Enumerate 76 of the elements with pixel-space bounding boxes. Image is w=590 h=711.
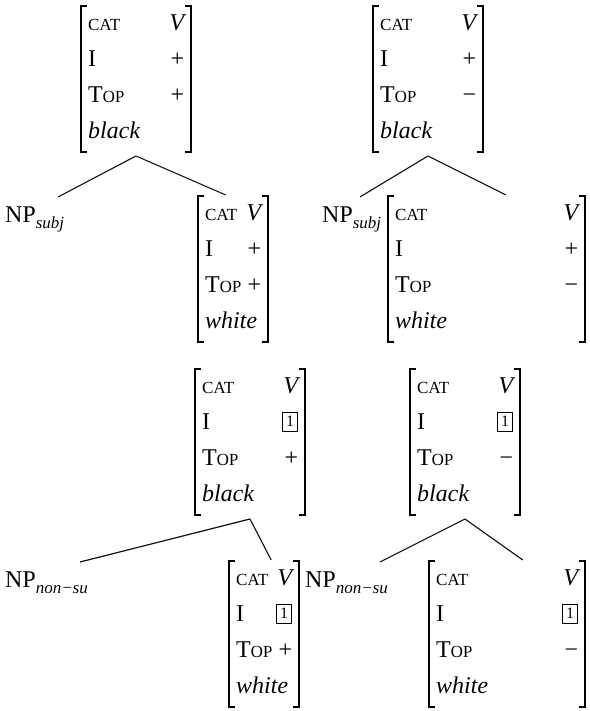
tree-branch <box>80 518 250 563</box>
type-label: black <box>417 480 470 508</box>
tree-branch <box>249 518 272 560</box>
feature-matrix <box>228 560 300 708</box>
feature-name: I <box>436 600 445 628</box>
feature-name: cat <box>417 372 450 400</box>
phrase-label: NP$_{non−su}$ <box>5 562 88 606</box>
feature-name: cat <box>380 10 414 36</box>
feature-name: I <box>395 236 404 262</box>
feature-name: I <box>380 46 389 72</box>
feature-matrix <box>409 368 521 516</box>
feature-matrix <box>372 5 484 153</box>
feature-value: V <box>461 10 476 36</box>
tree-branch <box>58 155 136 198</box>
feature-name: cat <box>88 10 122 36</box>
feature-name: Top <box>436 636 472 664</box>
phrase-label: NP$_{non−su}$ <box>305 562 388 606</box>
feature-name: Top <box>417 444 454 472</box>
feature-value: − <box>564 636 578 664</box>
feature-value: − <box>564 272 578 298</box>
feature-name: I <box>236 600 245 628</box>
feature-value: + <box>170 82 184 108</box>
tree-branch <box>380 518 466 563</box>
phrase-label: NP$_{subj}$ <box>5 197 64 241</box>
feature-value: + <box>564 236 578 262</box>
type-label: white <box>436 672 489 700</box>
feature-value: − <box>462 82 476 108</box>
feature-value: V <box>563 200 578 226</box>
feature-value: + <box>247 236 261 262</box>
feature-value: V <box>563 564 578 592</box>
feature-name: cat <box>205 200 238 226</box>
type-label: black <box>380 118 434 144</box>
tag-number: 1 <box>276 604 292 624</box>
feature-name: I <box>88 46 97 72</box>
feature-matrix <box>194 368 306 516</box>
feature-value: − <box>499 444 513 472</box>
feature-name: I <box>202 408 211 436</box>
feature-name: cat <box>436 564 470 592</box>
feature-name: Top <box>380 82 416 108</box>
feature-name: Top <box>88 82 124 108</box>
feature-value: + <box>462 46 476 72</box>
feature-value: V <box>246 200 261 226</box>
feature-name: Top <box>236 636 272 664</box>
feature-name: I <box>205 236 214 262</box>
feature-name: cat <box>395 200 428 226</box>
feature-value: V <box>283 372 298 400</box>
feature-name: I <box>417 408 426 436</box>
feature-value: V <box>277 564 292 592</box>
type-label: white <box>236 672 289 700</box>
feature-value: + <box>247 272 261 298</box>
feature-name: Top <box>395 272 432 298</box>
feature-matrix <box>80 5 192 153</box>
type-label: white <box>395 308 448 334</box>
feature-value: + <box>278 636 292 664</box>
feature-name: Top <box>202 444 238 472</box>
tag-number: 1 <box>497 412 513 432</box>
feature-value: + <box>284 444 298 472</box>
tree-branch <box>360 155 428 198</box>
tag-number: 1 <box>562 604 578 624</box>
tree-branch <box>136 155 226 196</box>
feature-name: Top <box>205 272 242 298</box>
type-label: black <box>88 118 142 144</box>
feature-value: + <box>170 46 184 72</box>
tree-branch <box>428 155 506 196</box>
type-label: black <box>202 480 256 508</box>
feature-value: V <box>169 10 184 36</box>
feature-matrix <box>428 560 586 708</box>
tree-branch <box>464 518 524 560</box>
feature-name: cat <box>202 372 236 400</box>
feature-value: V <box>498 372 513 400</box>
tag-number: 1 <box>282 412 298 432</box>
feature-matrix <box>197 195 269 343</box>
feature-matrix <box>387 195 586 343</box>
feature-name: cat <box>236 564 270 592</box>
type-label: white <box>205 308 258 334</box>
phrase-label: NP$_{subj}$ <box>322 197 382 241</box>
